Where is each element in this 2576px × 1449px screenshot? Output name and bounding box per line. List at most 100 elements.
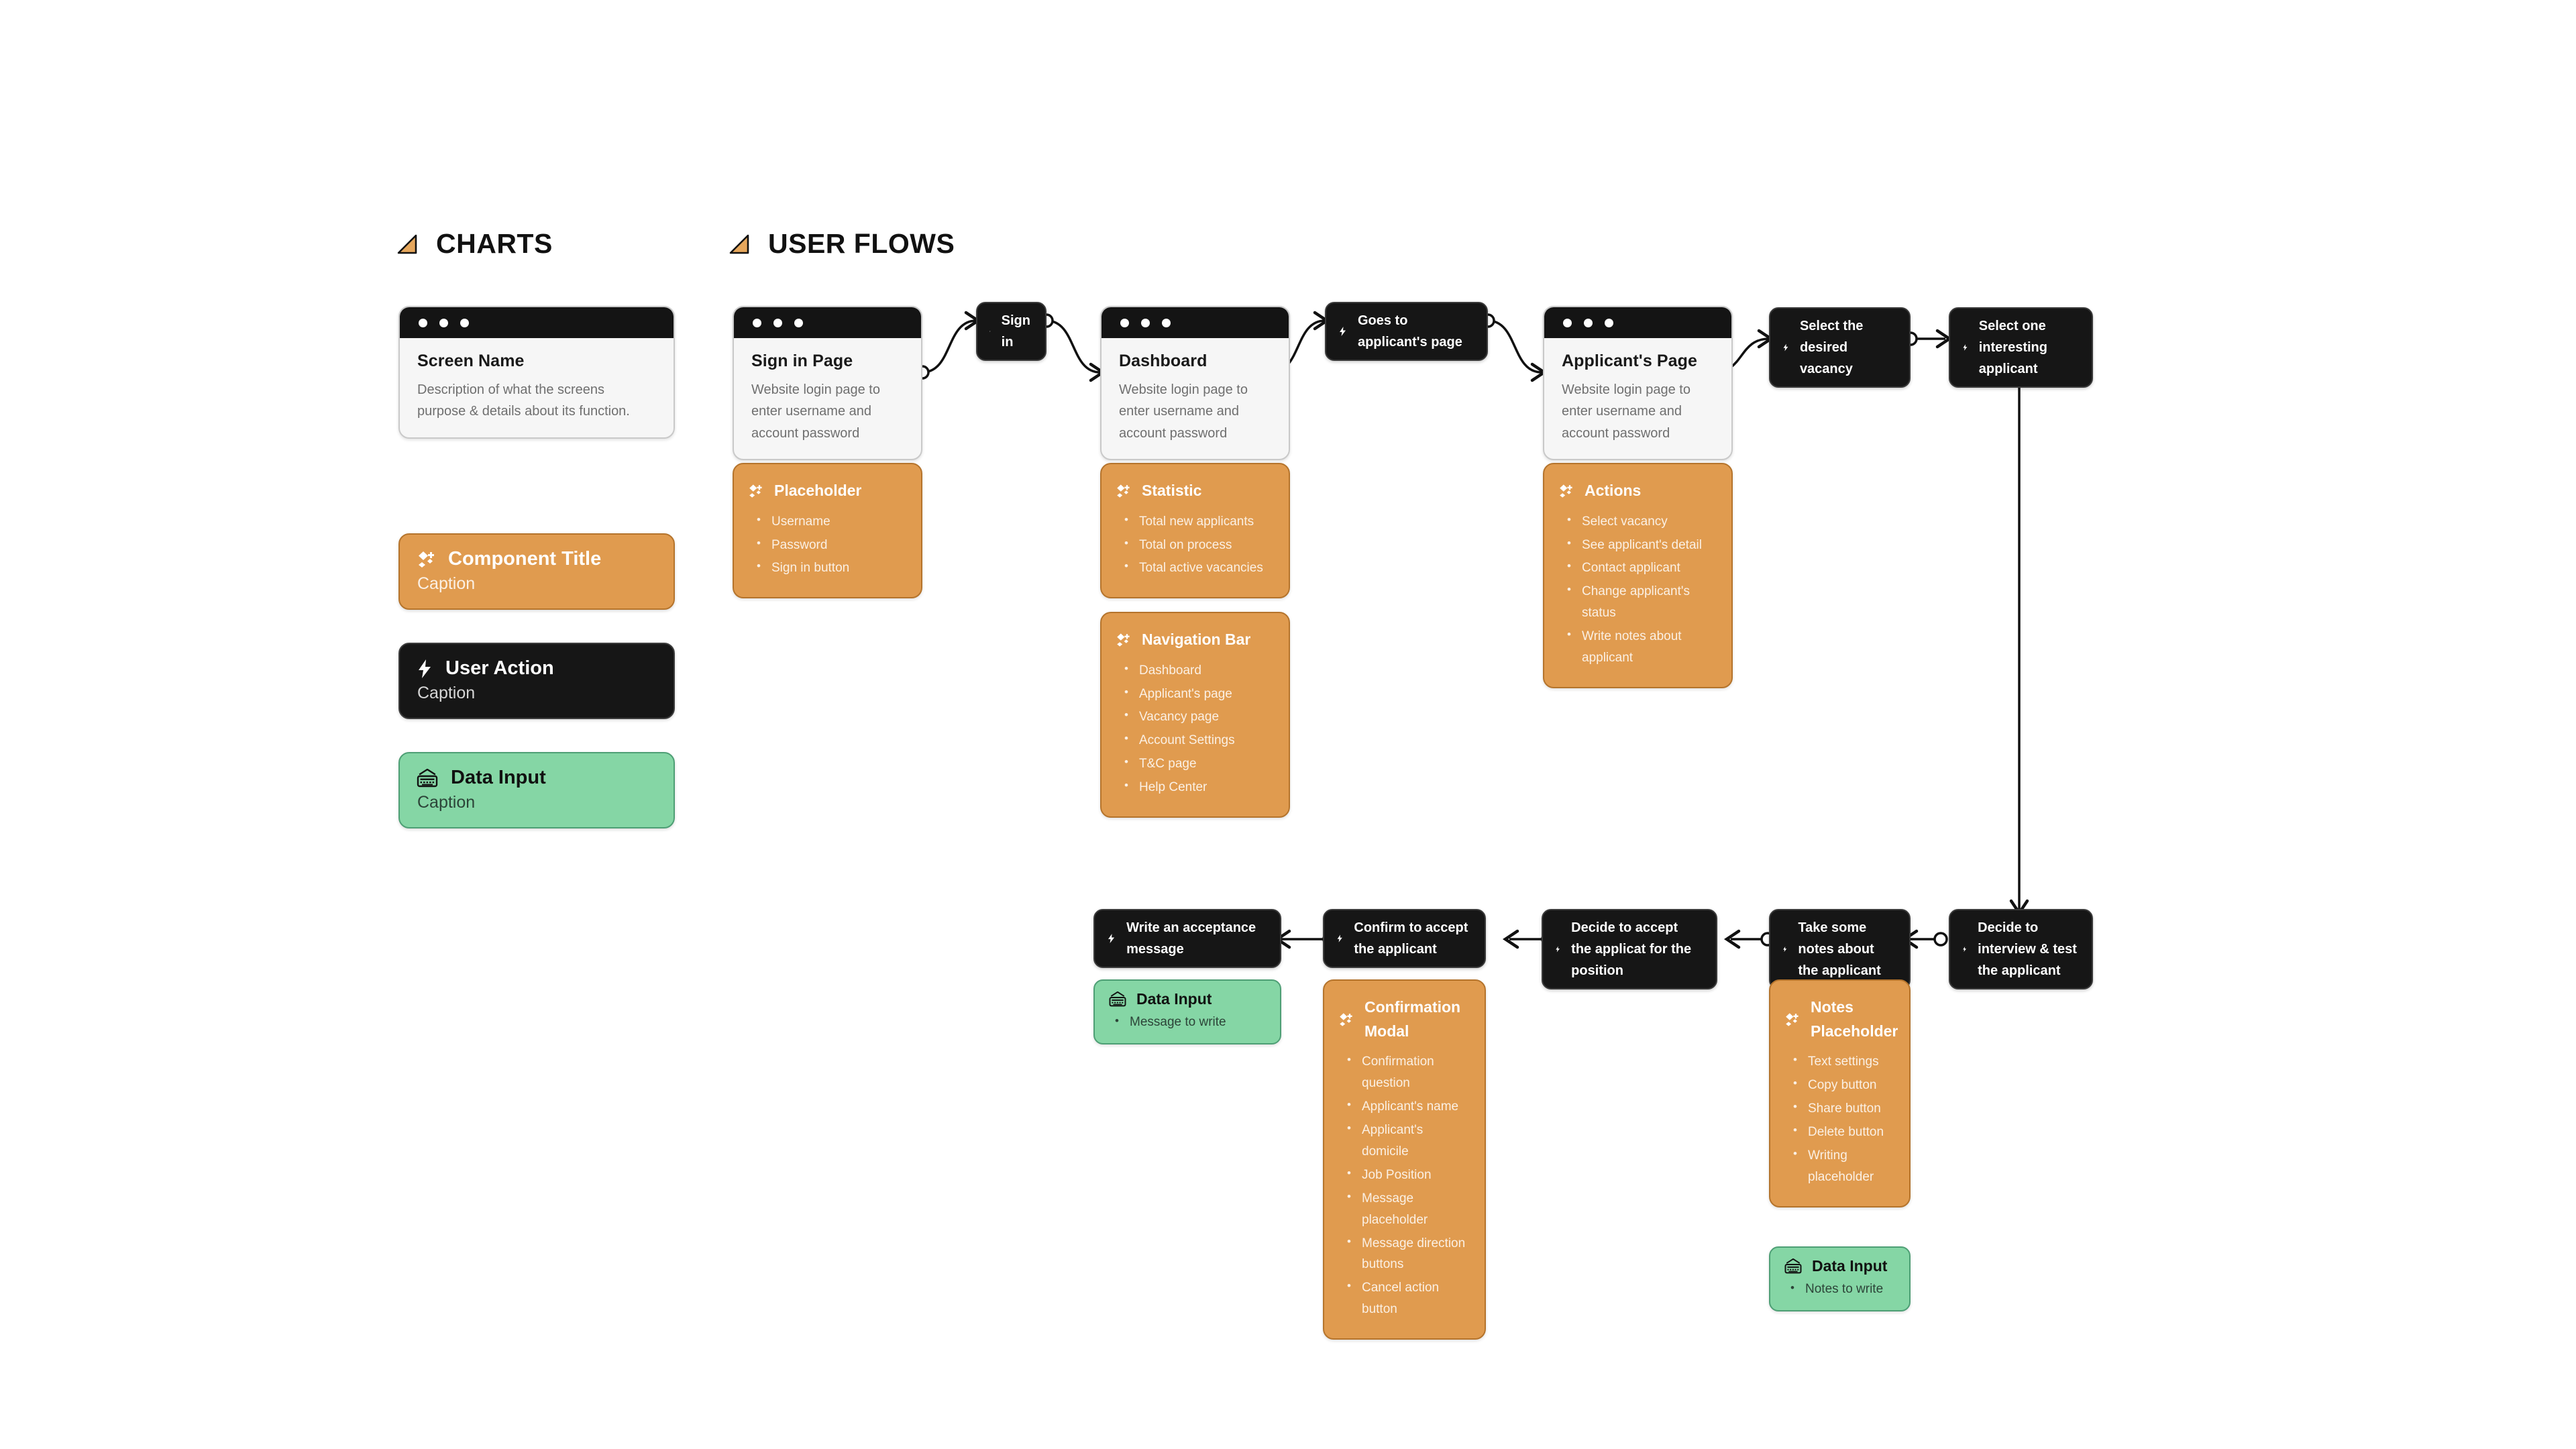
window-dot	[1584, 318, 1593, 327]
list-item: Password	[757, 534, 908, 556]
component-card-navigation-bar[interactable]: Navigation Bar Dashboard Applicant's pag…	[1100, 612, 1290, 818]
list-item: Message direction buttons	[1347, 1232, 1471, 1276]
action-label: Decide to accept the applicat for the po…	[1571, 920, 1692, 978]
list-item: Select vacancy	[1567, 511, 1718, 533]
list-item: Copy button	[1793, 1074, 1896, 1096]
legend-data-input-card[interactable]: Data Input Caption	[398, 752, 675, 828]
legend-component-card[interactable]: Component Title Caption	[398, 533, 675, 610]
legend-component-title: Component Title	[448, 548, 602, 570]
screen-title: Dashboard	[1119, 352, 1208, 370]
component-card-actions[interactable]: Actions Select vacancy See applicant's d…	[1543, 463, 1733, 688]
legend-head: User Action	[416, 657, 657, 680]
list-item: Applicant's domicile	[1347, 1119, 1471, 1163]
data-input-item-list: Message to write	[1108, 1012, 1267, 1032]
legend-screen-card[interactable]: Screen Name Description of what the scre…	[398, 306, 675, 439]
keyboard-icon	[1784, 1258, 1802, 1274]
bolt-icon	[1963, 947, 1967, 952]
window-title-bar	[1544, 307, 1731, 338]
component-diamond-icon	[1560, 484, 1572, 498]
data-input-card-notes-to-write[interactable]: Data Input Notes to write	[1769, 1246, 1911, 1312]
data-input-head: Data Input	[1784, 1257, 1896, 1275]
list-item: Confirmation question	[1347, 1051, 1471, 1094]
component-head: Notes Placeholder	[1784, 996, 1898, 1043]
bolt-icon	[1339, 327, 1346, 336]
action-pill-goes-to-applicants-page[interactable]: Goes to applicant's page	[1325, 302, 1488, 361]
component-head: Confirmation Modal	[1338, 996, 1471, 1043]
legend-user-action-title: User Action	[445, 657, 554, 679]
screen-description: Website login page to enter username and…	[1119, 382, 1248, 441]
action-label: Take some notes about the applicant	[1798, 920, 1881, 978]
component-diamond-icon	[749, 484, 762, 498]
window-title-bar	[400, 307, 674, 338]
screen-body: Dashboard Website login page to enter us…	[1102, 338, 1289, 459]
action-pill-sign-in[interactable]: Sign in	[976, 302, 1046, 361]
window-dot	[1162, 318, 1171, 327]
bolt-icon	[1783, 343, 1788, 352]
bolt-icon	[1556, 946, 1560, 953]
data-input-card-message-to-write[interactable]: Data Input Message to write	[1093, 979, 1281, 1045]
screen-title: Screen Name	[417, 352, 525, 370]
action-label: Select the desired vacancy	[1799, 319, 1864, 376]
screen-card-dashboard[interactable]: Dashboard Website login page to enter us…	[1100, 306, 1290, 461]
legend-user-action-caption: Caption	[417, 684, 476, 702]
screen-title: Applicant's Page	[1562, 352, 1698, 370]
list-item: Vacancy page	[1124, 706, 1275, 728]
component-item-list: Confirmation question Applicant's name A…	[1338, 1051, 1471, 1320]
action-pill-decide-to-accept[interactable]: Decide to accept the applicat for the po…	[1542, 909, 1717, 989]
component-title: Statistic	[1142, 482, 1202, 499]
screen-body: Applicant's Page Website login page to e…	[1544, 338, 1731, 459]
section-header-charts: CHARTS	[396, 228, 553, 260]
list-item: Message to write	[1115, 1012, 1267, 1032]
window-dot	[794, 318, 803, 327]
list-item: Notes to write	[1790, 1279, 1896, 1299]
window-dot	[1120, 318, 1129, 327]
screen-description: Description of what the screens purpose …	[417, 382, 630, 419]
list-item: T&C page	[1124, 753, 1275, 775]
component-card-confirmation-modal[interactable]: Confirmation Modal Confirmation question…	[1323, 979, 1486, 1340]
bolt-icon	[1337, 934, 1342, 943]
screen-description: Website login page to enter username and…	[1562, 382, 1690, 441]
data-input-title: Data Input	[1136, 990, 1212, 1008]
component-item-list: Username Password Sign in button	[747, 511, 908, 580]
window-title-bar	[1102, 307, 1289, 338]
action-pill-take-some-notes[interactable]: Take some notes about the applicant	[1769, 909, 1911, 989]
keyboard-icon	[1109, 991, 1126, 1007]
window-dot	[460, 318, 469, 327]
screen-card-applicants-page[interactable]: Applicant's Page Website login page to e…	[1543, 306, 1733, 461]
list-item: Sign in button	[757, 557, 908, 579]
list-item: Contact applicant	[1567, 557, 1718, 579]
window-dot	[1605, 318, 1613, 327]
action-pill-select-the-desired-vacancy[interactable]: Select the desired vacancy	[1769, 307, 1911, 388]
screen-card-sign-in-page[interactable]: Sign in Page Website login page to enter…	[733, 306, 922, 461]
keyboard-icon	[417, 768, 438, 787]
list-item: Help Center	[1124, 776, 1275, 798]
bolt-icon	[989, 331, 991, 332]
list-item: Change applicant's status	[1567, 580, 1718, 624]
list-item: Applicant's name	[1347, 1095, 1471, 1118]
component-item-list: Text settings Copy button Share button D…	[1784, 1051, 1896, 1187]
legend-component-caption: Caption	[417, 574, 476, 593]
component-title: Confirmation Modal	[1364, 998, 1461, 1040]
component-head: Actions	[1558, 479, 1718, 503]
legend-user-action-card[interactable]: User Action Caption	[398, 643, 675, 719]
list-item: Account Settings	[1124, 729, 1275, 751]
window-title-bar	[734, 307, 921, 338]
list-item: Job Position	[1347, 1164, 1471, 1186]
bolt-icon	[1108, 933, 1115, 944]
component-card-notes-placeholder[interactable]: Notes Placeholder Text settings Copy but…	[1769, 979, 1911, 1208]
action-pill-select-one-interesting-applicant[interactable]: Select one interesting applicant	[1949, 307, 2093, 388]
legend-data-input-title: Data Input	[451, 767, 546, 788]
action-pill-write-acceptance-message[interactable]: Write an acceptance message	[1093, 909, 1281, 968]
component-diamond-icon	[1786, 1013, 1799, 1026]
list-item: Writing placeholder	[1793, 1144, 1896, 1188]
component-card-statistic[interactable]: Statistic Total new applicants Total on …	[1100, 463, 1290, 599]
user-flows-title: USER FLOWS	[768, 228, 955, 259]
list-item: Text settings	[1793, 1051, 1896, 1073]
component-card-placeholder[interactable]: Placeholder Username Password Sign in bu…	[733, 463, 922, 599]
list-item: Write notes about applicant	[1567, 625, 1718, 669]
action-label: Goes to applicant's page	[1357, 313, 1462, 350]
charts-title: CHARTS	[436, 228, 553, 259]
action-pill-confirm-to-accept[interactable]: Confirm to accept the applicant	[1323, 909, 1486, 968]
action-pill-decide-to-interview-test[interactable]: Decide to interview & test the applicant	[1949, 909, 2093, 989]
